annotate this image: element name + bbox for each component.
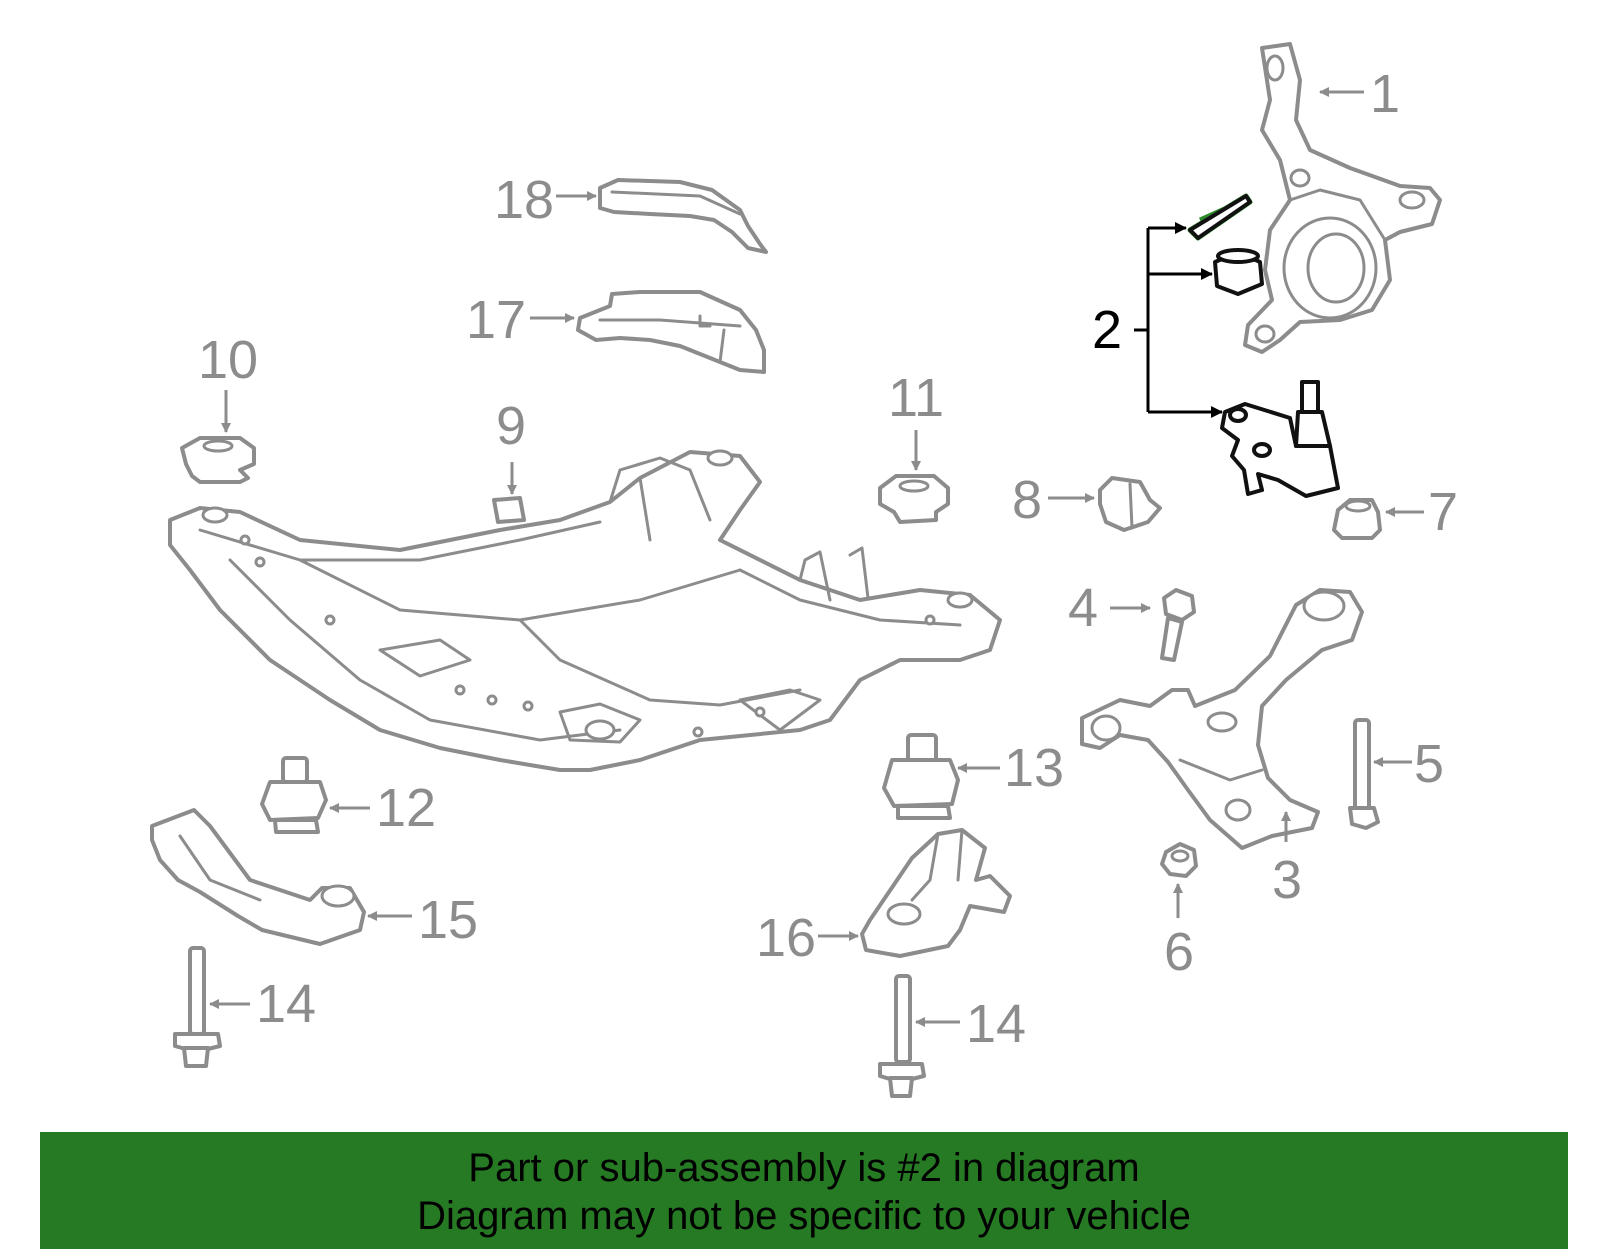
callout-9: 9 [496,396,526,456]
callout-15: 15 [418,890,478,950]
callout-18: 18 [494,170,554,230]
bushing-part-10[interactable] [180,436,256,484]
callout-16: 16 [756,908,816,968]
callout-5: 5 [1414,734,1444,794]
callout-12: 12 [376,778,436,838]
long-bolt-part-5[interactable] [1348,718,1380,830]
callout-3: 3 [1272,850,1302,910]
bracket-part-17[interactable] [576,290,766,374]
bolt-part-14-left[interactable] [173,946,222,1068]
callout-14-right: 14 [966,994,1026,1054]
callout-17: 17 [466,290,526,350]
bolt-part-14-right[interactable] [878,974,926,1098]
banner-line-2: Diagram may not be specific to your vehi… [417,1194,1191,1238]
callout-leaders [209,87,1424,1027]
bracket-part-18[interactable] [598,178,768,254]
mount-cushion-part-13[interactable] [882,733,960,820]
nut-part-6[interactable] [1160,842,1198,878]
crossmember-part-9[interactable] [168,449,1002,772]
callout-14-left: 14 [256,974,316,1034]
lower-control-arm-part-3[interactable] [1080,588,1364,850]
callout-1: 1 [1370,64,1400,124]
callout-7: 7 [1428,482,1458,542]
callout-13: 13 [1004,738,1064,798]
stopper-part-8[interactable] [1098,476,1162,532]
ball-joint-assembly-part-2[interactable] [1187,193,1340,498]
mount-bracket-part-16[interactable] [860,828,1012,958]
callout-2: 2 [1092,300,1122,360]
bushing-part-7[interactable] [1332,498,1382,540]
callout-8: 8 [1012,470,1042,530]
bushing-part-11[interactable] [878,474,950,524]
mount-cushion-part-12[interactable] [260,756,328,834]
info-banner: Part or sub-assembly is #2 in diagram Di… [40,1132,1568,1249]
steering-knuckle-part-1[interactable] [1243,42,1442,354]
callout-6: 6 [1164,922,1194,982]
callout-4: 4 [1068,578,1098,638]
callout-2-bracket [1134,222,1223,418]
callout-11: 11 [888,368,944,428]
bolt-part-4[interactable] [1160,588,1196,662]
callout-10: 10 [198,330,258,390]
banner-line-1: Part or sub-assembly is #2 in diagram [468,1146,1140,1190]
mount-bracket-part-15[interactable] [150,808,366,946]
